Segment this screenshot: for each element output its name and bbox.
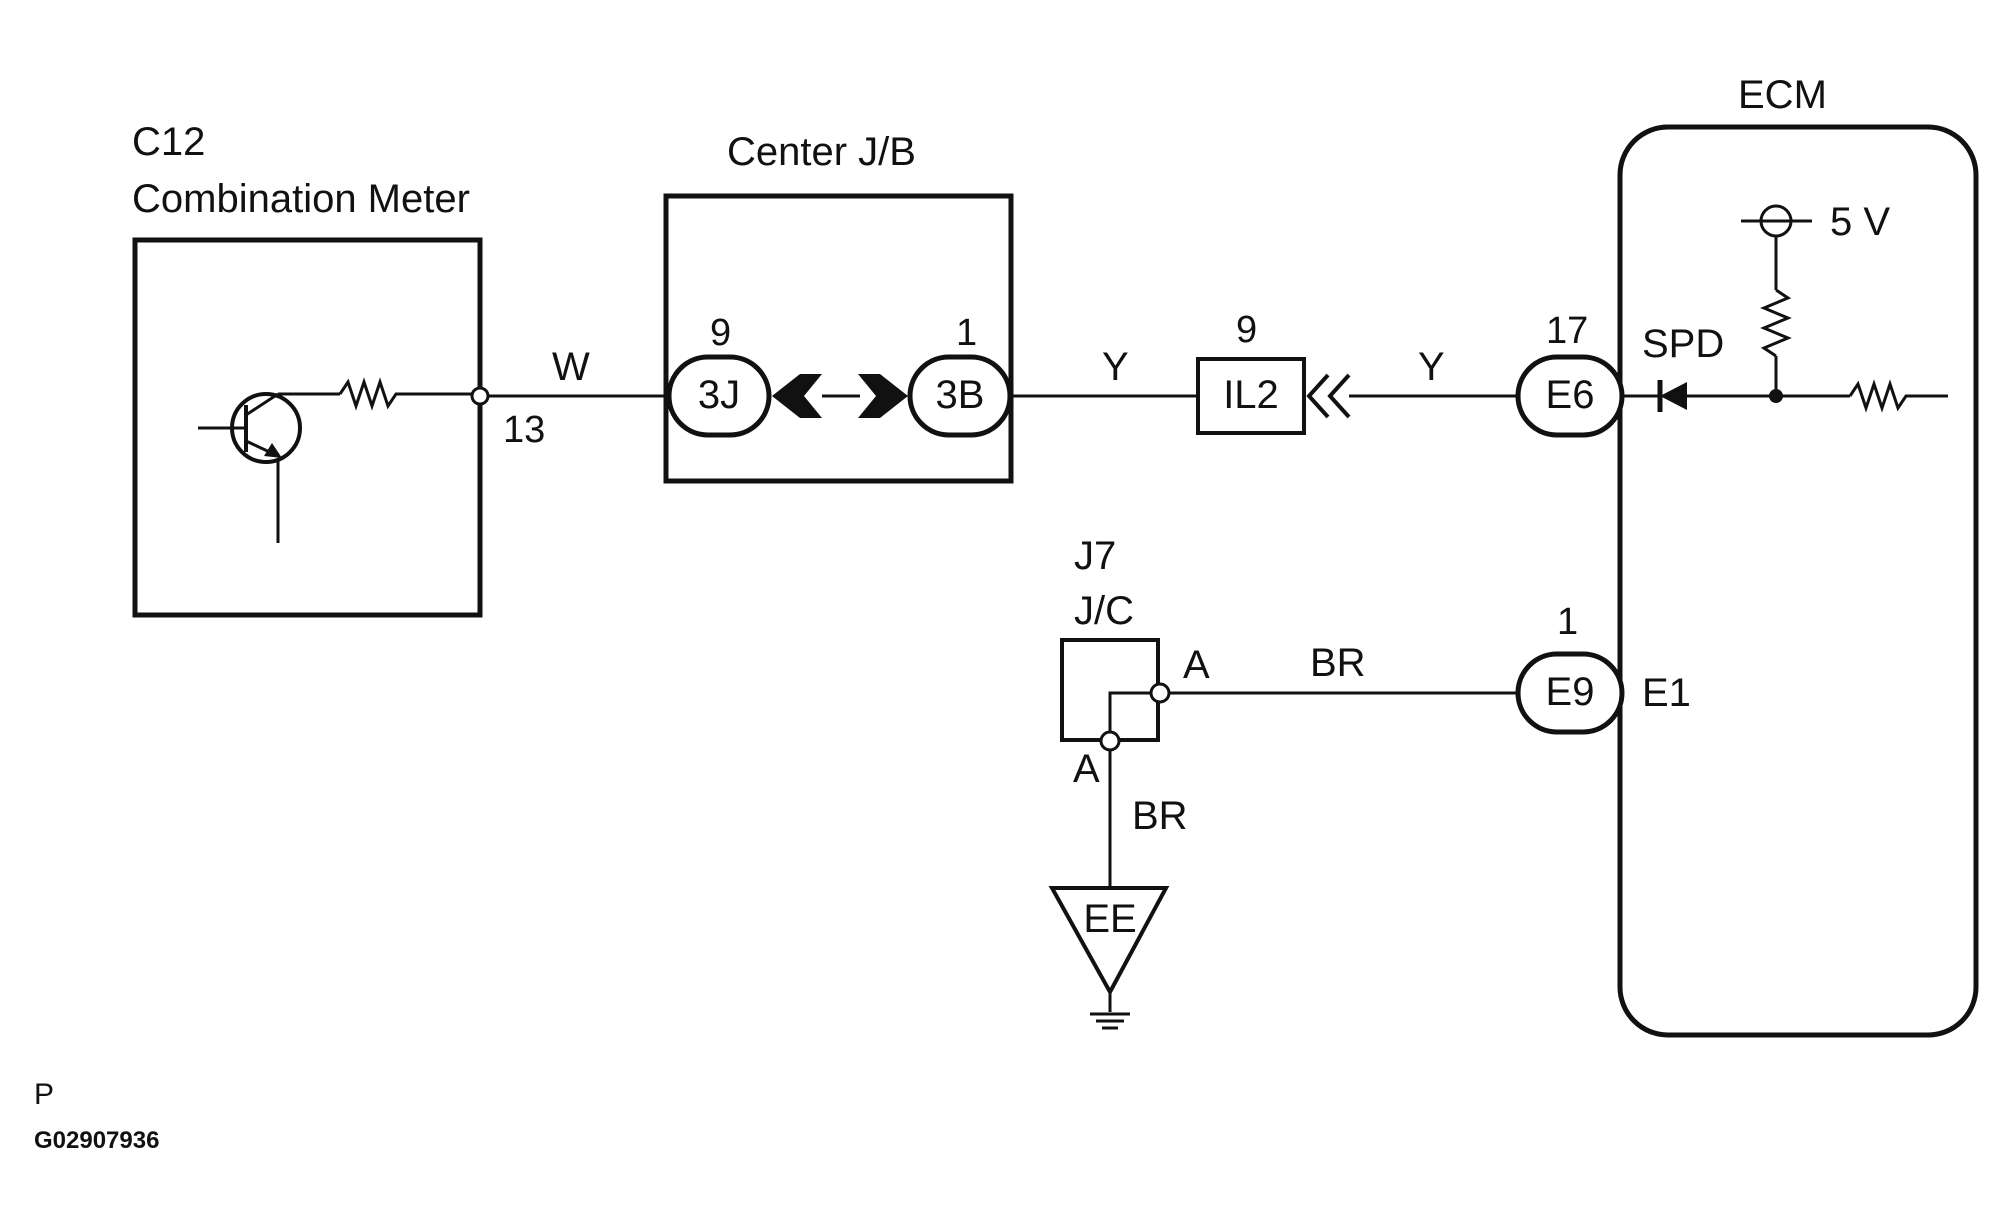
jc-code-label: J7 [1074,534,1116,578]
jb-left-pin-label: 9 [710,312,731,354]
ecm-junction-dot [1769,389,1783,403]
ecm-label: ECM [1738,73,1827,117]
connector-3j [666,354,772,438]
e6-pin-label: 17 [1546,310,1588,352]
jc-terminal-a-right [1149,682,1171,704]
e9-pin-label: 1 [1557,601,1578,643]
meter-terminal-13 [470,386,490,406]
footer-letter: P [34,1078,54,1111]
supply-5v-label: 5 V [1830,200,1890,244]
transistor-symbol [198,392,302,543]
il2-pin-label: 9 [1236,309,1257,351]
ecm-box [1617,124,1979,1038]
meter-pin-label: 13 [503,409,545,451]
meter-name-label: Combination Meter [132,177,470,221]
connector-e6-label: E6 [1546,373,1595,417]
jb-left-arrow-icon [772,374,822,418]
connector-3b-label: 3B [936,373,985,417]
wire-y-1-color-label: Y [1102,345,1129,389]
ground-icon [1090,1012,1130,1030]
meter-resistor [338,377,406,411]
jb-right-arrow-icon [858,374,908,418]
connector-3b [907,354,1013,438]
connector-il2-label: IL2 [1223,373,1279,417]
il2-chevron-1-icon [1306,373,1330,419]
connector-3j-label: 3J [698,373,740,417]
jc-pin-a-bottom-label: A [1073,747,1100,791]
connector-il2 [1196,357,1306,435]
jb-right-pin-label: 1 [956,312,977,354]
wire-br-2-color-label: BR [1132,794,1188,838]
meter-code-label: C12 [132,120,205,164]
ground-ee-label: EE [1083,897,1136,941]
figure-id: G02907936 [34,1127,159,1154]
pullup-resistor [1760,288,1792,358]
jc-name-label: J/C [1074,589,1134,633]
wire-br-1-color-label: BR [1310,641,1366,685]
center-jb-label: Center J/B [727,130,916,174]
e1-label: E1 [1642,671,1691,715]
jc-internal-wire [1108,691,1160,741]
center-jb-box [663,193,1014,484]
jc-terminal-a-bottom [1099,730,1121,752]
wire-y-2-color-label: Y [1418,345,1445,389]
jc-pin-a-right-label: A [1183,643,1210,687]
ground-ee-triangle [1048,886,1170,997]
il2-chevron-2-icon [1327,373,1351,419]
ecm-series-resistor [1848,379,1948,413]
combination-meter-box [132,237,483,618]
diode-icon [1660,382,1687,410]
wire-w-color-label: W [552,345,590,389]
connector-e9-label: E9 [1546,670,1595,714]
connector-e9 [1515,651,1625,735]
spd-label: SPD [1642,322,1724,366]
